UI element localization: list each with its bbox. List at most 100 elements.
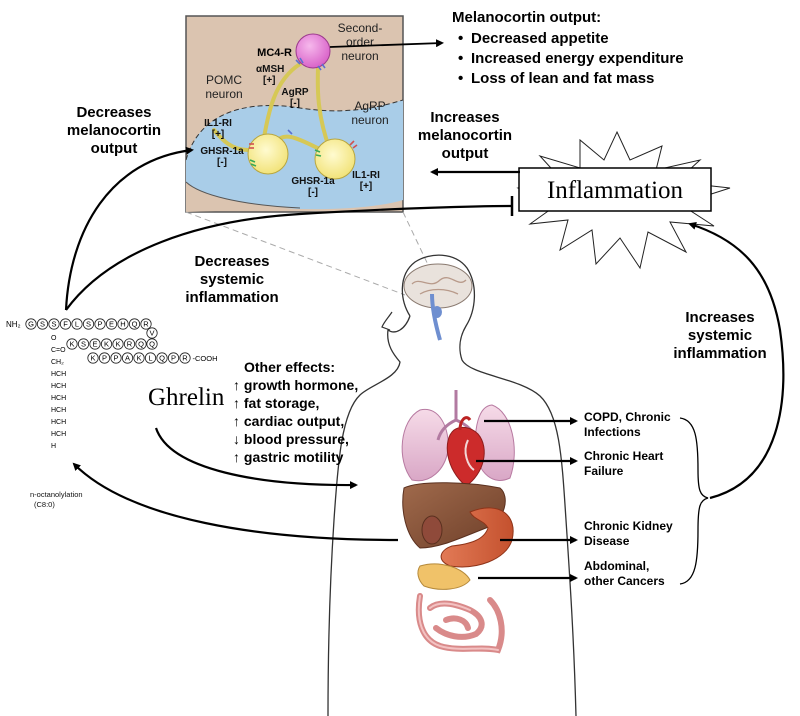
amino-acid-residue: S xyxy=(48,318,60,330)
amino-acid-residue: K xyxy=(100,338,113,350)
ghrelin-to-inset-arrow xyxy=(64,146,194,311)
residue-circle xyxy=(179,352,191,364)
disease-arrows xyxy=(476,417,578,582)
chain-atom: H xyxy=(51,443,56,450)
amino-acid-residue: K xyxy=(133,352,145,364)
residue-letter: K xyxy=(104,340,109,349)
ghsr-right-line-2: [-] xyxy=(308,187,318,198)
chain-atom: O xyxy=(51,335,57,342)
melanocortin-item-3: Loss of lean and fat mass xyxy=(471,70,654,87)
amino-acid-residue: Q xyxy=(156,352,168,364)
other-effect-4: ↓ blood pressure, xyxy=(233,431,349,447)
agrp-small-label: AgRP [-] xyxy=(281,87,309,109)
residue-circle xyxy=(71,318,83,330)
il1ri-right-line-1: IL1-RI xyxy=(352,170,380,181)
residue-letter: K xyxy=(115,340,120,349)
chain-atom: HCH xyxy=(51,407,66,414)
mc4r-neuron xyxy=(295,33,331,69)
residue-letter: S xyxy=(86,320,91,329)
ghrelin-label: Ghrelin xyxy=(148,384,225,411)
zoom-guide-left xyxy=(185,211,406,296)
nh2-label: NH₂ xyxy=(6,320,21,329)
amino-acid-residue: V xyxy=(146,327,158,339)
disease-brace xyxy=(679,417,709,585)
inflammation-label: Inflammation xyxy=(547,177,684,204)
aorta xyxy=(458,416,472,431)
increases-systemic-line-1: Increases xyxy=(685,309,754,326)
residue-circle xyxy=(112,338,124,350)
disease-copd-line-1: COPD, Chronic xyxy=(584,410,671,424)
pomc-neuron-label: POMC neuron xyxy=(205,73,242,101)
decreases-melanocortin-label: Decreases melanocortin output xyxy=(67,104,161,157)
decreases-melanocortin-line-1: Decreases xyxy=(76,104,151,121)
second-order-line-3: neuron xyxy=(341,49,378,63)
agrp-line-2: [-] xyxy=(290,98,300,109)
inset-lower-tissue xyxy=(186,182,300,212)
ghsr-left-line-2: [-] xyxy=(217,157,227,168)
residue-circle xyxy=(82,318,95,330)
amino-acid-residue: G xyxy=(25,318,37,330)
melanocortin-item-bullet-2: • xyxy=(458,50,463,67)
residue-letter: E xyxy=(109,320,114,329)
increases-melanocortin-label: Increases melanocortin output xyxy=(418,109,512,162)
ghsr-left-line-1: GHSR-1a xyxy=(200,146,244,157)
increases-systemic-line-2: systemic xyxy=(688,327,752,344)
residue-letter: S xyxy=(40,320,45,329)
amino-acid-residue: H xyxy=(117,318,129,330)
mc4r-output-arrow xyxy=(329,39,444,48)
agrp-soma xyxy=(314,138,356,180)
residue-circle xyxy=(98,352,111,364)
residue-circle xyxy=(59,318,72,330)
amino-acid-residue: L xyxy=(144,352,157,364)
ghsr-left-label: GHSR-1a [-] xyxy=(200,146,244,168)
decreases-systemic-line-3: inflammation xyxy=(185,289,278,306)
decreases-systemic-label: Decreases systemic inflammation xyxy=(185,253,278,306)
brainstem xyxy=(430,293,442,341)
residue-letter: K xyxy=(69,340,74,349)
pomc-line-1: POMC xyxy=(206,73,242,87)
residue-letter: Q xyxy=(138,340,144,349)
amino-acid-residue: Q xyxy=(146,338,158,350)
residue-letter: Q xyxy=(132,320,138,329)
mc4r-label: MC4-R xyxy=(257,47,292,59)
cooh-label: -COOH xyxy=(193,354,218,363)
residue-circle xyxy=(167,352,180,364)
agrp-neuron-label: AgRP neuron xyxy=(351,99,388,127)
inset-lower-line xyxy=(185,181,301,209)
heart-highlight xyxy=(464,439,475,471)
residue-letter: Q xyxy=(159,354,165,363)
residue-circle xyxy=(135,338,147,350)
residue-letter: G xyxy=(28,320,34,329)
amsh-line-2: [+] xyxy=(263,75,276,86)
pituitary xyxy=(432,306,442,318)
residue-letter: R xyxy=(127,340,133,349)
residue-circle xyxy=(89,338,101,350)
chain-atom: HCH xyxy=(51,395,66,402)
ghrelin-to-body-arrow xyxy=(154,427,358,490)
pomc-line-2: neuron xyxy=(205,87,242,101)
residue-letter: F xyxy=(63,320,68,329)
inset-dashed-boundary xyxy=(185,99,404,161)
residue-letter: R xyxy=(143,320,149,329)
residue-letter: L xyxy=(75,320,79,329)
il1ri-right-label: IL1-RI [+] xyxy=(352,170,380,192)
other-effects-title: Other effects: xyxy=(244,359,335,375)
ghrelin-inhibits-inflammation-line xyxy=(65,204,513,311)
increases-systemic-label: Increases systemic inflammation xyxy=(673,309,766,362)
pancreas xyxy=(417,563,471,590)
melanocortin-item-bullet-3: • xyxy=(458,70,463,87)
inset-blue-region xyxy=(186,100,403,210)
residue-circle xyxy=(66,338,78,350)
left-lung xyxy=(401,408,449,482)
residue-letter: S xyxy=(51,320,56,329)
il1ri-right-line-2: [+] xyxy=(360,181,373,192)
octanoylation-line-1: n-octanolylation xyxy=(30,490,83,499)
residue-letter: P xyxy=(171,354,176,363)
residue-letter: P xyxy=(113,354,118,363)
agrp-neuron-line-1: AgRP xyxy=(354,99,385,113)
residue-circle xyxy=(144,352,157,364)
chain-atom: HCH xyxy=(51,383,66,390)
amino-acid-residue: P xyxy=(98,352,111,364)
